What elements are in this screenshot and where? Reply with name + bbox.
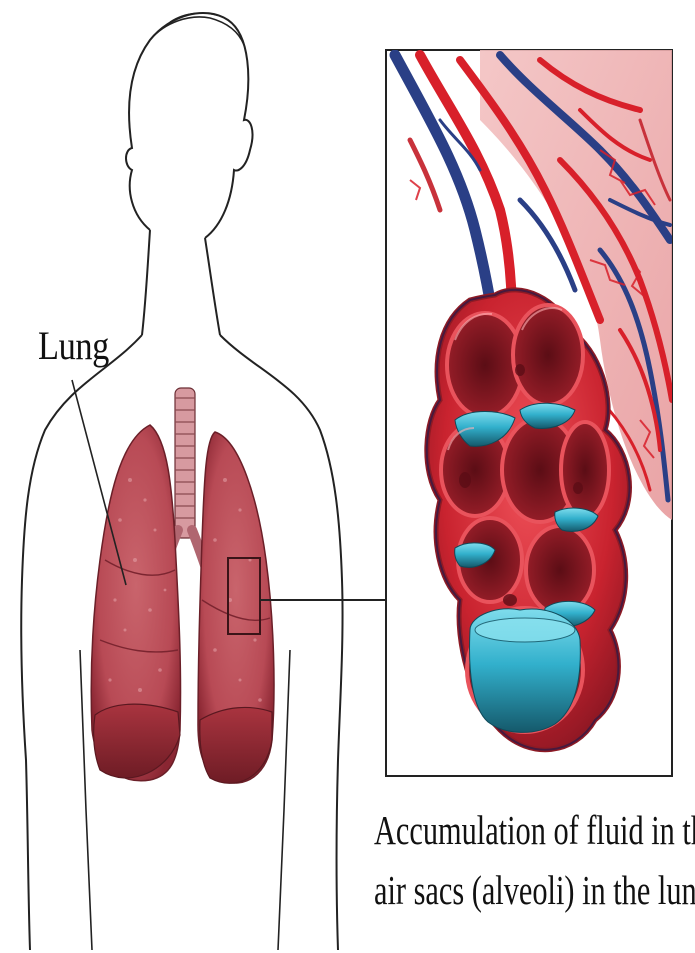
neck-outline <box>142 230 150 335</box>
figure-caption: Accumulation of fluid in the air sacs (a… <box>374 800 694 920</box>
lung-label: Lung <box>38 322 109 369</box>
caption-line-1: Accumulation of fluid in the <box>374 800 611 860</box>
left-lung <box>198 432 274 783</box>
right-lung <box>91 425 180 781</box>
caption-line-2: air sacs (alveoli) in the lungs <box>374 860 611 920</box>
alveoli-inset <box>386 50 672 776</box>
head-outline <box>126 13 252 238</box>
